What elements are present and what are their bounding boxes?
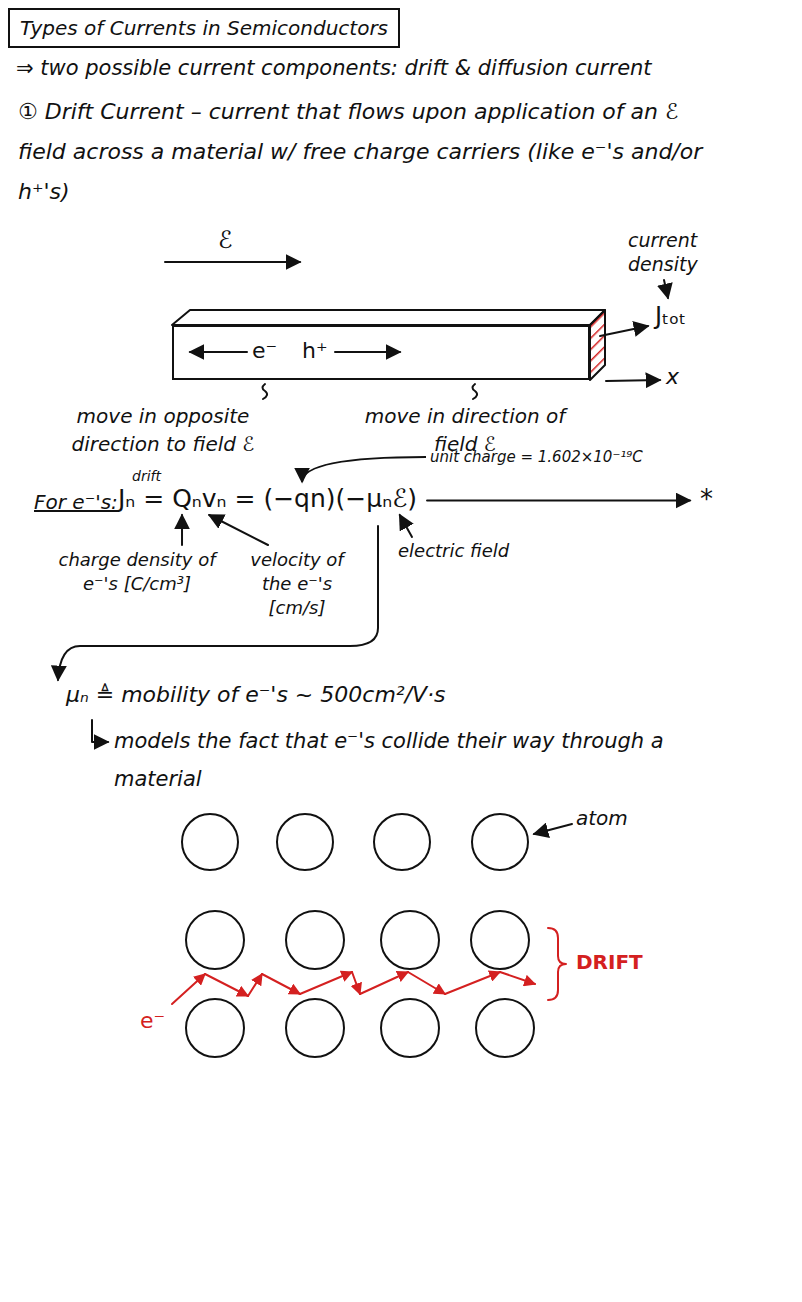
leader-line bbox=[400, 515, 412, 537]
leader-line bbox=[302, 457, 426, 482]
field-arrow bbox=[165, 261, 300, 263]
annotation: models the fact that e⁻'s collide their … bbox=[114, 722, 674, 798]
hole-arrow bbox=[335, 351, 400, 353]
electron-arrow bbox=[190, 351, 247, 353]
axis-label: x bbox=[666, 364, 679, 389]
section-label: For e⁻'s: bbox=[34, 490, 118, 514]
annotation: current density bbox=[628, 228, 768, 276]
current-symbol: Jₜₒₜ bbox=[655, 302, 686, 330]
annotation: electric field bbox=[398, 540, 509, 561]
equation: Jₙ = Qₙvₙ = (−qn)(−μₙℰ) bbox=[118, 484, 417, 513]
leader-line bbox=[181, 515, 183, 545]
leader-line bbox=[209, 515, 268, 545]
drift-path bbox=[172, 928, 566, 1004]
bar-top-face bbox=[172, 310, 605, 325]
superscript: drift bbox=[132, 468, 161, 484]
note-line: ⇒ two possible current components: drift… bbox=[16, 56, 796, 80]
marker-symbol: * bbox=[700, 484, 713, 514]
field-symbol: ℰ bbox=[218, 226, 233, 254]
definition-text: μₙ ≜ mobility of e⁻'s ~ 500cm²/V·s bbox=[66, 682, 446, 707]
equation-arrow bbox=[427, 500, 690, 502]
annotation: velocity of the e⁻'s [cm/s] bbox=[238, 548, 356, 620]
axis-arrow bbox=[606, 380, 660, 381]
carrier-label: h⁺ bbox=[302, 338, 328, 363]
current-arrow bbox=[600, 326, 648, 336]
bracket bbox=[548, 928, 566, 1000]
carrier-label: e⁻ bbox=[140, 1008, 165, 1033]
drift-label: DRIFT bbox=[576, 950, 643, 974]
sub-arrow bbox=[92, 720, 108, 742]
definition-text: ① Drift Current – current that flows upo… bbox=[18, 92, 718, 212]
leader-squiggle bbox=[263, 384, 268, 399]
carrier-label: e⁻ bbox=[252, 338, 277, 363]
atom-lattice bbox=[182, 814, 534, 1057]
leader-line bbox=[664, 280, 668, 298]
part-label: atom bbox=[576, 806, 628, 830]
annotation: move in opposite direction to field ℰ bbox=[38, 402, 288, 458]
semiconductor-bar: e⁻ h⁺ bbox=[172, 325, 590, 380]
leader-squiggle bbox=[473, 384, 478, 399]
bar-cross-section bbox=[590, 310, 605, 380]
leader-line bbox=[534, 824, 572, 834]
annotation: charge density of e⁻'s [C/cm³] bbox=[52, 548, 222, 596]
boxed-heading: Types of Currents in Semiconductors bbox=[8, 8, 400, 48]
annotation: unit charge = 1.602×10⁻¹⁹C bbox=[430, 448, 643, 466]
